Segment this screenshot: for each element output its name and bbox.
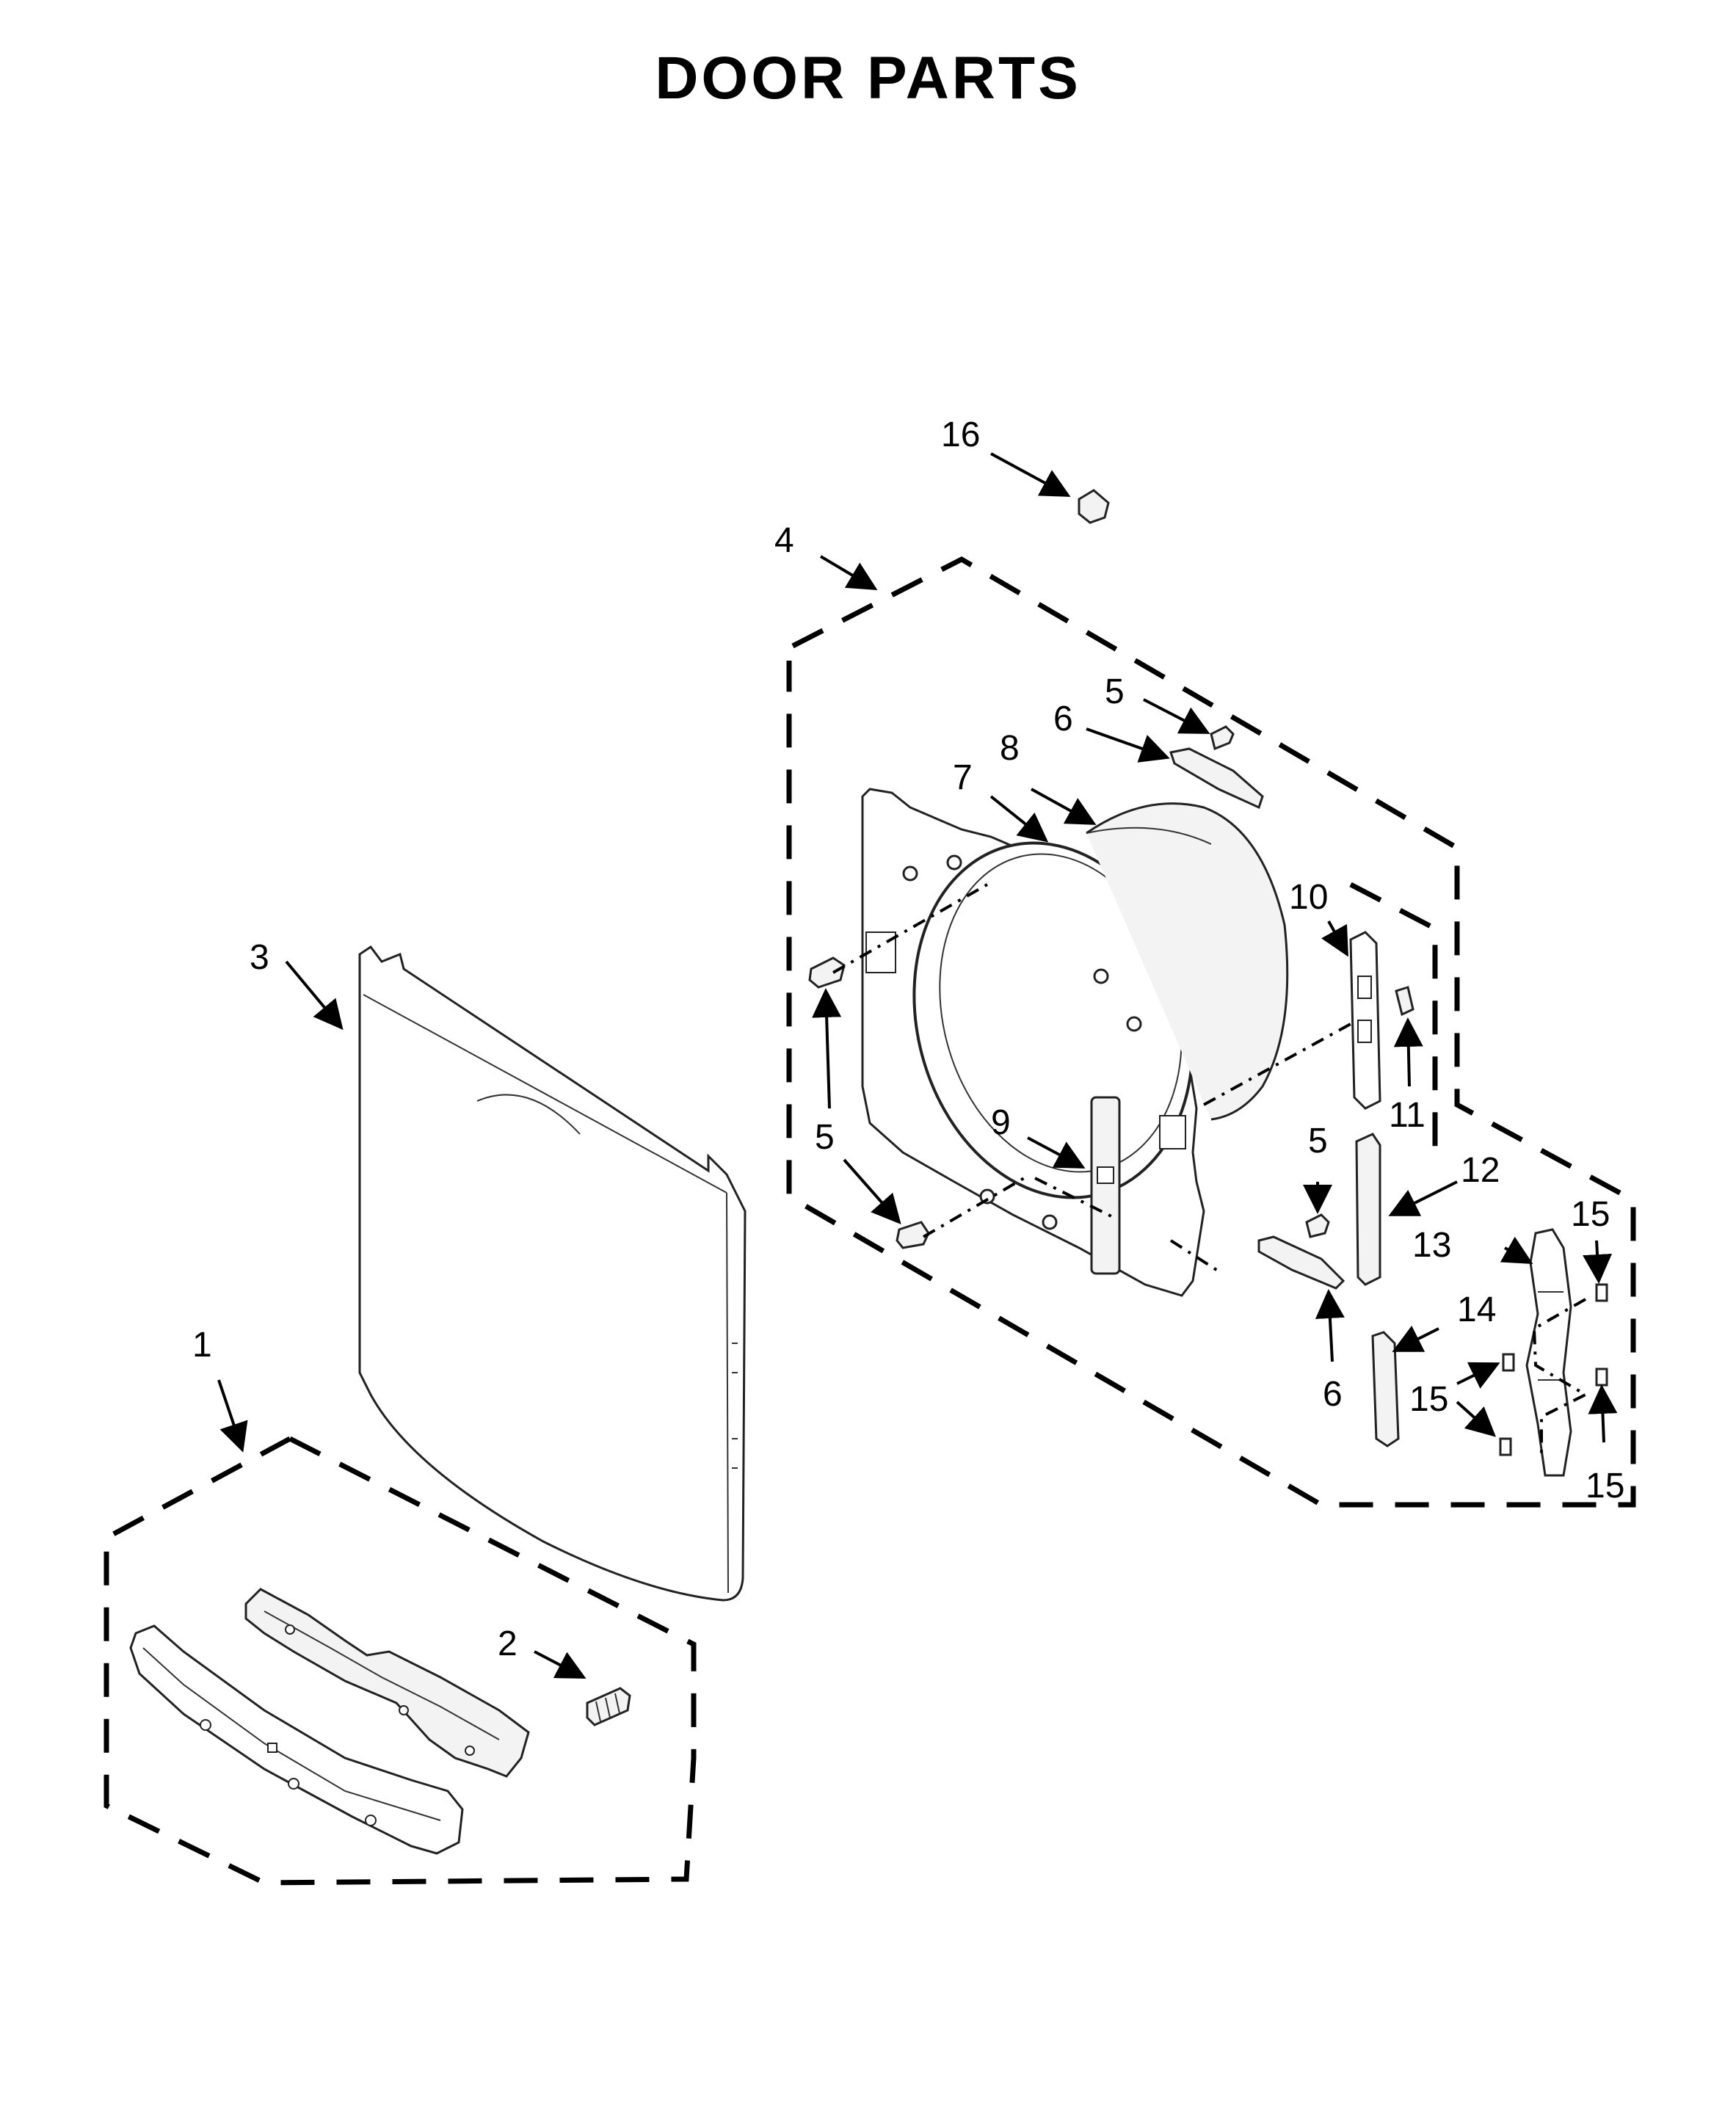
- upper-hinge-plate[interactable]: [1349, 931, 1381, 1110]
- diagram-title: DOOR PARTS: [655, 45, 1081, 112]
- hinge-bushings[interactable]: [1499, 1283, 1608, 1456]
- assembly-line-hinge: [1203, 1023, 1351, 1106]
- callout-15-bottom: 15: [1586, 1467, 1624, 1505]
- callout-6-upper: 6: [1053, 700, 1073, 738]
- callout-5-upper: 5: [1105, 672, 1125, 711]
- callout-3: 3: [250, 938, 269, 977]
- frame-screw-left[interactable]: [808, 956, 846, 989]
- callout-11: 11: [1389, 1096, 1426, 1135]
- callout-15-top: 15: [1571, 1195, 1610, 1234]
- callout-15-middle: 15: [1409, 1380, 1448, 1419]
- frame-screw-upper[interactable]: [1210, 725, 1235, 751]
- door-latch-strike[interactable]: [1090, 1096, 1121, 1275]
- assembly-line-hinge-lower: [1169, 1239, 1224, 1275]
- callout-4: 4: [774, 521, 794, 560]
- hinge-spacer[interactable]: [1395, 986, 1414, 1017]
- hinge-group-boundary: [1349, 882, 1438, 1160]
- door-handle-trim[interactable]: [129, 1624, 464, 1855]
- upper-mount-bracket[interactable]: [1169, 747, 1264, 810]
- callout-5-right: 5: [1308, 1122, 1328, 1161]
- callout-8: 8: [1000, 729, 1020, 768]
- hinge-screw[interactable]: [1305, 1213, 1330, 1238]
- handle-screw[interactable]: [586, 1687, 631, 1726]
- door-handle-bracket[interactable]: [244, 1588, 530, 1778]
- door-plug-button[interactable]: [1078, 489, 1110, 524]
- callout-7: 7: [953, 758, 973, 797]
- callout-2: 2: [498, 1624, 517, 1663]
- callout-12: 12: [1461, 1151, 1500, 1190]
- callout-1: 1: [192, 1326, 212, 1365]
- callout-6-lower: 6: [1323, 1375, 1343, 1414]
- lower-mount-bracket[interactable]: [1257, 1235, 1345, 1290]
- door-glass[interactable]: [1086, 802, 1289, 1121]
- door-inner-assembly-boundary: [786, 556, 1636, 1508]
- handle-assembly-boundary: [103, 1436, 697, 1886]
- assembly-line-bushings: [1532, 1298, 1589, 1453]
- hinge-bracket[interactable]: [1371, 1331, 1400, 1448]
- frame-screw-lower[interactable]: [896, 1221, 930, 1249]
- hinge-cover[interactable]: [1355, 1133, 1381, 1286]
- callout-9: 9: [991, 1103, 1011, 1142]
- callout-16: 16: [941, 415, 980, 454]
- leader-arrows: [217, 452, 1618, 1679]
- callout-13: 13: [1412, 1226, 1451, 1265]
- callout-10: 10: [1289, 878, 1328, 917]
- assembly-line-lower: [922, 1177, 1025, 1238]
- outer-door-panel[interactable]: [358, 945, 747, 1602]
- callout-14: 14: [1457, 1290, 1496, 1329]
- callout-5-left: 5: [815, 1118, 835, 1157]
- door-hinge[interactable]: [1525, 1228, 1572, 1477]
